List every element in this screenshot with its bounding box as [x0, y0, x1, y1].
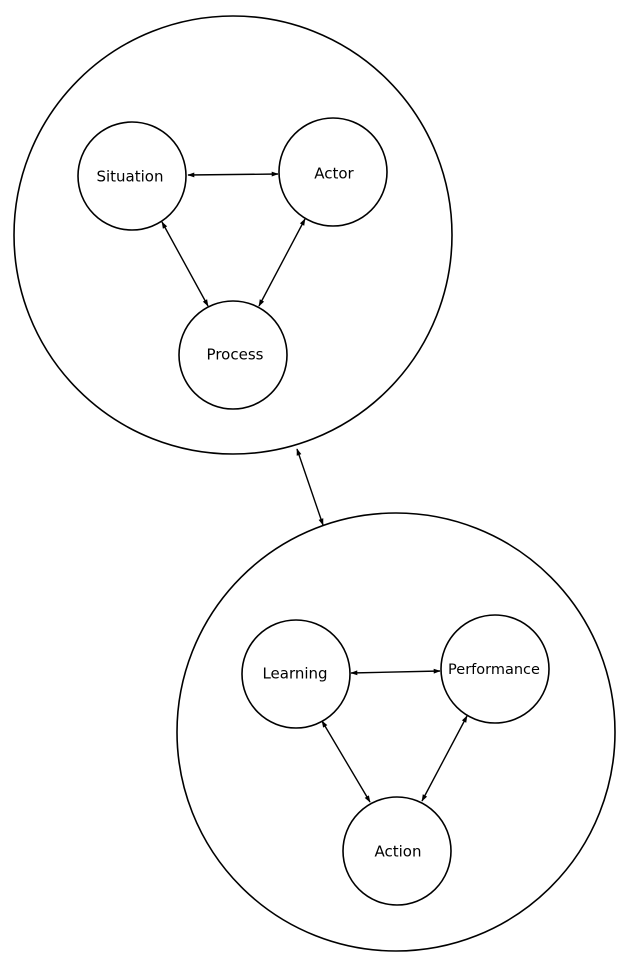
edge-context-behaviour: [296, 448, 324, 526]
node-action-circle: [342, 796, 452, 906]
edge-situation-process: [161, 221, 209, 307]
group-behaviour-circle: [176, 512, 616, 952]
node-situation-label: Situation: [96, 168, 163, 186]
node-actor-circle: [278, 117, 388, 227]
node-actor-label: Actor: [314, 165, 354, 183]
edge-learning-performance: [350, 668, 441, 676]
node-learning: Learning: [241, 619, 351, 729]
node-learning-circle: [241, 619, 351, 729]
node-performance: Performance: [440, 614, 550, 724]
node-situation-circle: [77, 121, 187, 231]
node-process-label: Process: [207, 346, 264, 364]
edge-performance-action: [421, 715, 468, 802]
node-process-circle: [178, 300, 288, 410]
edge-actor-process: [258, 218, 306, 307]
node-process: Process: [178, 300, 288, 410]
edge-situation-actor: [187, 171, 279, 178]
node-performance-label: Performance: [448, 662, 540, 678]
node-actor: Actor: [278, 117, 388, 227]
node-action-label: Action: [375, 843, 422, 861]
node-situation: Situation: [77, 121, 187, 231]
group-context-circle: [13, 15, 453, 455]
node-action: Action: [342, 796, 452, 906]
node-learning-label: Learning: [262, 665, 327, 683]
node-performance-circle: [440, 614, 550, 724]
edge-learning-action: [321, 720, 371, 803]
